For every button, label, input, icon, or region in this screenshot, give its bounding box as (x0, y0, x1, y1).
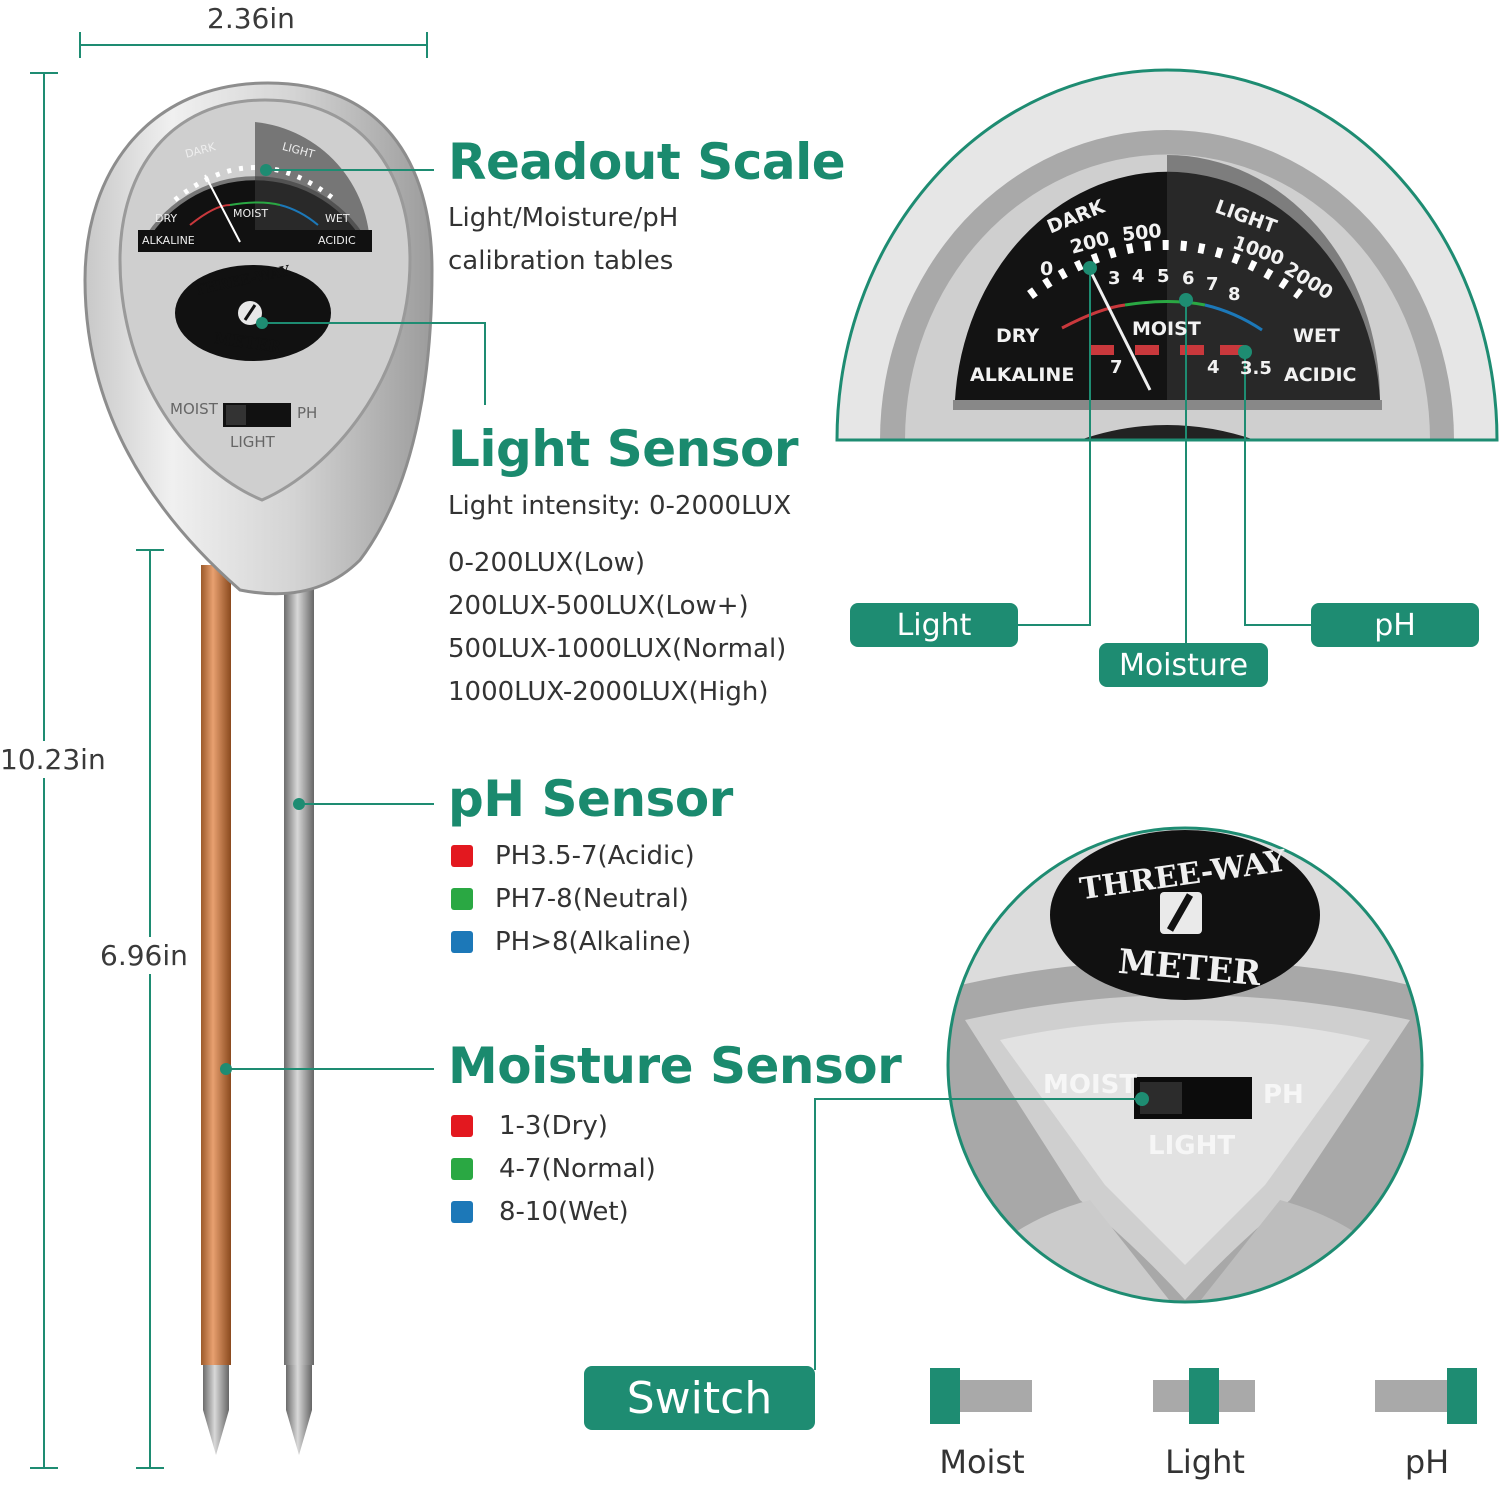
light-range-0: 0-200LUX(Low) (448, 548, 646, 578)
dial-alkaline-label: ALKALINE (142, 234, 195, 247)
readout-line-2: calibration tables (448, 246, 674, 276)
dial-moist-label: MOIST (233, 207, 269, 220)
closeup-switch-light: LIGHT (1148, 1131, 1236, 1161)
closeup-switch-ph: PH (1263, 1080, 1304, 1110)
ph-neutral-swatch (451, 888, 473, 910)
closeup-ph-tick-4: 4 (1207, 357, 1220, 378)
closeup-moist-tick-7: 7 (1206, 274, 1219, 295)
closeup-lux-0: 0 (1040, 258, 1054, 280)
moisture-legend-label: 4-7(Normal) (499, 1153, 656, 1184)
moisture-callout: Moisture (1099, 643, 1268, 687)
switch-light-icon (1153, 1368, 1255, 1424)
ph-legend-label: PH>8(Alkaline) (495, 926, 692, 957)
light-range-3: 1000LUX-2000LUX(High) (448, 677, 769, 707)
light-intensity-text: Light intensity: 0-2000LUX (448, 491, 792, 521)
closeup-moist-tick-3: 3 (1108, 268, 1121, 289)
ph-legend-item: PH>8(Alkaline) (451, 922, 691, 962)
ph-sensor-title: pH Sensor (448, 770, 733, 828)
light-range-2: 500LUX-1000LUX(Normal) (448, 634, 787, 664)
ph-legend-label: PH7-8(Neutral) (495, 883, 689, 914)
moisture-legend-item: 4-7(Normal) (451, 1149, 656, 1189)
closeup-dry-label: DRY (996, 325, 1040, 347)
closeup-alkaline-label: ALKALINE (970, 364, 1075, 386)
switch-ph-icon (1375, 1368, 1477, 1424)
switch-moist-label: MOIST (170, 400, 218, 418)
ph-alkaline-swatch (451, 931, 473, 953)
switch-light-caption: Light (1165, 1443, 1245, 1481)
switch-ph-label: PH (297, 404, 318, 422)
closeup-switch-moist: MOIST (1043, 1070, 1138, 1100)
switch-moist-caption: Moist (939, 1443, 1025, 1481)
width-dimension-label: 2.36in (203, 2, 299, 35)
switch-light-label: LIGHT (230, 433, 275, 451)
dial-dry-label: DRY (155, 212, 178, 225)
closeup-moist-tick-8: 8 (1228, 284, 1241, 305)
light-range-1: 200LUX-500LUX(Low+) (448, 591, 749, 621)
ph-legend-item: PH7-8(Neutral) (451, 879, 689, 919)
light-callout: Light (850, 603, 1018, 647)
switch-ph-caption: pH (1404, 1443, 1450, 1481)
ph-callout: pH (1311, 603, 1479, 647)
moisture-sensor-title: Moisture Sensor (448, 1037, 902, 1095)
ph-legend-item: PH3.5-7(Acidic) (451, 836, 695, 876)
moisture-dry-swatch (451, 1115, 473, 1137)
closeup-moist-label: MOIST (1132, 318, 1201, 340)
switch-callout: Switch (584, 1366, 815, 1430)
closeup-moist-tick-6: 6 (1182, 268, 1195, 289)
closeup-moist-tick-4: 4 (1132, 266, 1145, 287)
ph-acidic-swatch (451, 845, 473, 867)
probe-dimension-label: 6.96in (100, 937, 188, 974)
closeup-wet-label: WET (1293, 325, 1340, 347)
steel-probe (284, 565, 314, 1365)
copper-probe (201, 565, 231, 1365)
height-dimension-label: 10.23in (0, 741, 106, 778)
closeup-ph-tick-7: 7 (1110, 357, 1123, 378)
moisture-legend-label: 8-10(Wet) (499, 1196, 629, 1227)
moisture-wet-swatch (451, 1201, 473, 1223)
moisture-legend-item: 1-3(Dry) (451, 1106, 608, 1146)
closeup-acidic-label: ACIDIC (1284, 364, 1357, 386)
closeup-ph-tick-3-5: 3.5 (1240, 358, 1272, 379)
closeup-moist-tick-5: 5 (1157, 266, 1170, 287)
light-sensor-title: Light Sensor (448, 420, 798, 478)
dial-wet-label: WET (325, 212, 350, 225)
ph-legend-label: PH3.5-7(Acidic) (495, 840, 695, 871)
moisture-legend-item: 8-10(Wet) (451, 1192, 629, 1232)
moisture-normal-swatch (451, 1158, 473, 1180)
readout-scale-title: Readout Scale (448, 133, 846, 191)
switch-moist-icon (930, 1368, 1032, 1424)
readout-line-1: Light/Moisture/pH (448, 203, 679, 233)
dial-acidic-label: ACIDIC (318, 234, 356, 247)
moisture-legend-label: 1-3(Dry) (499, 1110, 608, 1141)
